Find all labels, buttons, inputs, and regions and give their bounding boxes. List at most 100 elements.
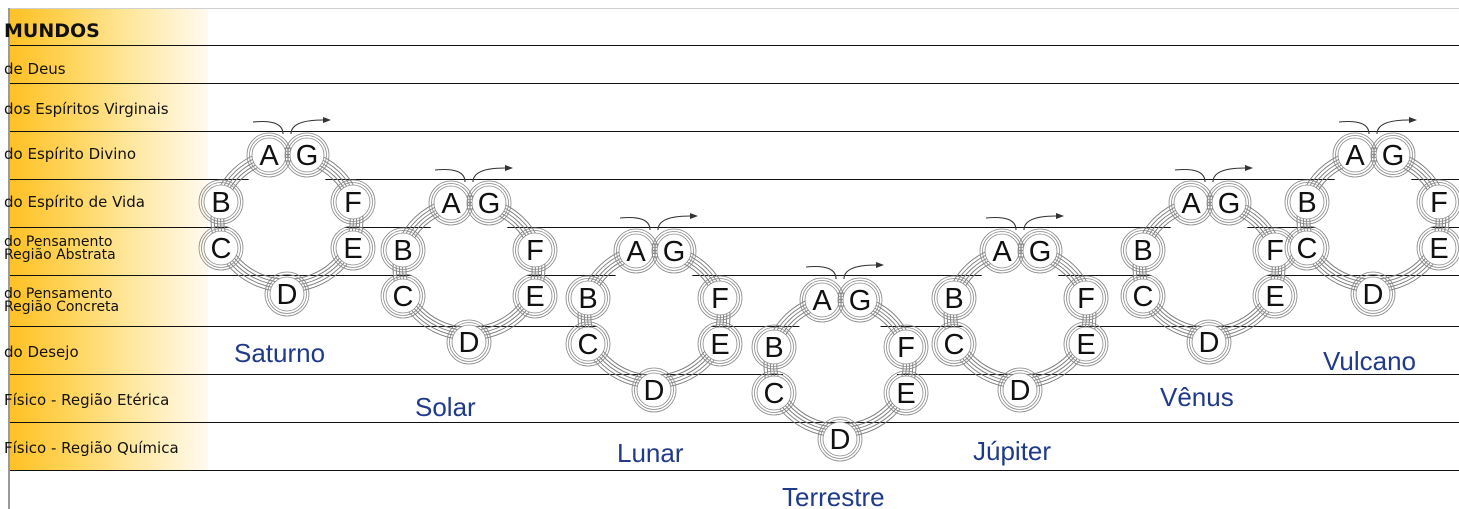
letter-ring (618, 233, 654, 269)
letter-ring (289, 137, 325, 173)
arrow-icon (1409, 117, 1417, 123)
letter-ring (1189, 322, 1229, 362)
letter-ring (820, 419, 860, 459)
letter-ring (817, 416, 863, 462)
loop-letter-d: D (644, 375, 665, 407)
loop-letter-a: A (812, 285, 832, 317)
letter-ring (267, 274, 307, 314)
entry-curve (985, 216, 1017, 231)
loop-letter-g: G (1382, 140, 1405, 172)
letter-ring (203, 230, 239, 266)
exit-curve (1376, 119, 1410, 135)
loop-letter-e: E (1076, 329, 1095, 361)
letter-ring (934, 324, 974, 364)
row-divider (10, 45, 1459, 46)
row-divider (10, 422, 1459, 423)
entry-curve (252, 120, 284, 135)
loop-letter-d: D (277, 279, 298, 311)
loop-letter-e: E (710, 329, 729, 361)
letter-ring (517, 278, 553, 314)
letter-ring (269, 276, 305, 312)
letter-ring (1120, 273, 1166, 319)
loop-letter-a: A (992, 236, 1012, 268)
table-title: MUNDOS (4, 20, 100, 42)
letter-ring (888, 329, 924, 365)
letter-ring (335, 230, 371, 266)
row-divider (10, 374, 1459, 375)
letter-ring (1206, 180, 1252, 226)
letter-ring (1289, 184, 1325, 220)
letter-ring (512, 273, 558, 319)
letter-ring (754, 327, 794, 367)
loop-letter-d: D (1010, 375, 1031, 407)
letter-ring (651, 228, 697, 274)
header-column-highlight (10, 9, 208, 471)
row-label-desejo: do Desejo (4, 343, 79, 361)
letter-ring (751, 370, 797, 416)
entry-curve (1338, 120, 1370, 135)
letter-ring (1063, 275, 1109, 321)
letter-ring (1125, 232, 1161, 268)
letter-ring (754, 373, 794, 413)
letter-ring (1068, 326, 1104, 362)
letter-ring (1066, 278, 1106, 318)
letter-ring (198, 225, 244, 271)
planet-label-5: Júpiter (973, 436, 1051, 466)
letter-ring (1209, 183, 1249, 223)
row-label-espirito-de-vida: do Espírito de Vida (4, 193, 145, 211)
letter-ring (1355, 276, 1391, 312)
letter-ring (466, 180, 512, 226)
arrow-icon (1056, 213, 1064, 219)
letter-ring (471, 185, 507, 221)
letter-ring (702, 280, 738, 316)
letter-ring (656, 233, 692, 269)
letter-ring (203, 184, 239, 220)
letter-ring (886, 327, 926, 367)
letter-ring (1123, 276, 1163, 316)
loop-inner (411, 214, 527, 322)
letter-ring (333, 228, 373, 268)
row-label-regiao-quimica: Físico - Região Química (4, 439, 179, 457)
letter-ring (570, 326, 606, 362)
loop-letter-a: A (259, 140, 279, 172)
letter-ring (201, 228, 241, 268)
loop-letter-g: G (849, 285, 872, 317)
entry-curve (805, 265, 837, 280)
arrow-icon (323, 117, 331, 123)
letter-ring (1171, 183, 1211, 223)
letter-ring (1337, 137, 1373, 173)
letter-ring (385, 232, 421, 268)
row-label-regiao-eterica: Físico - Região Etérica (4, 391, 170, 409)
loop-letter-b: B (578, 283, 597, 315)
letter-ring (1186, 319, 1232, 365)
loop-letter-c: C (1133, 281, 1154, 313)
loop-letter-f: F (1266, 235, 1284, 267)
row-divider (10, 275, 1459, 276)
loop-letter-a: A (1345, 140, 1365, 172)
entry-curve (619, 216, 651, 231)
loop-letter-g: G (663, 236, 686, 268)
letter-ring (1066, 324, 1106, 364)
loop-inner (782, 311, 898, 419)
exit-curve (1212, 167, 1246, 183)
letter-ring (756, 329, 792, 365)
row-divider (10, 131, 1459, 132)
loop-letter-f: F (1430, 187, 1448, 219)
loop-letter-d: D (1363, 279, 1384, 311)
loop-letter-b: B (944, 283, 963, 315)
letter-ring (1421, 230, 1457, 266)
arrow-icon (1245, 165, 1253, 171)
letter-ring (333, 182, 373, 222)
letter-ring (1421, 184, 1457, 220)
loop-inner (1315, 166, 1431, 274)
loop-letter-c: C (211, 233, 232, 265)
letter-ring (380, 273, 426, 319)
letter-ring (515, 276, 555, 316)
letter-ring (802, 280, 842, 320)
letter-ring (636, 372, 672, 408)
arrow-icon (690, 213, 698, 219)
loop-letter-b: B (1133, 235, 1152, 267)
